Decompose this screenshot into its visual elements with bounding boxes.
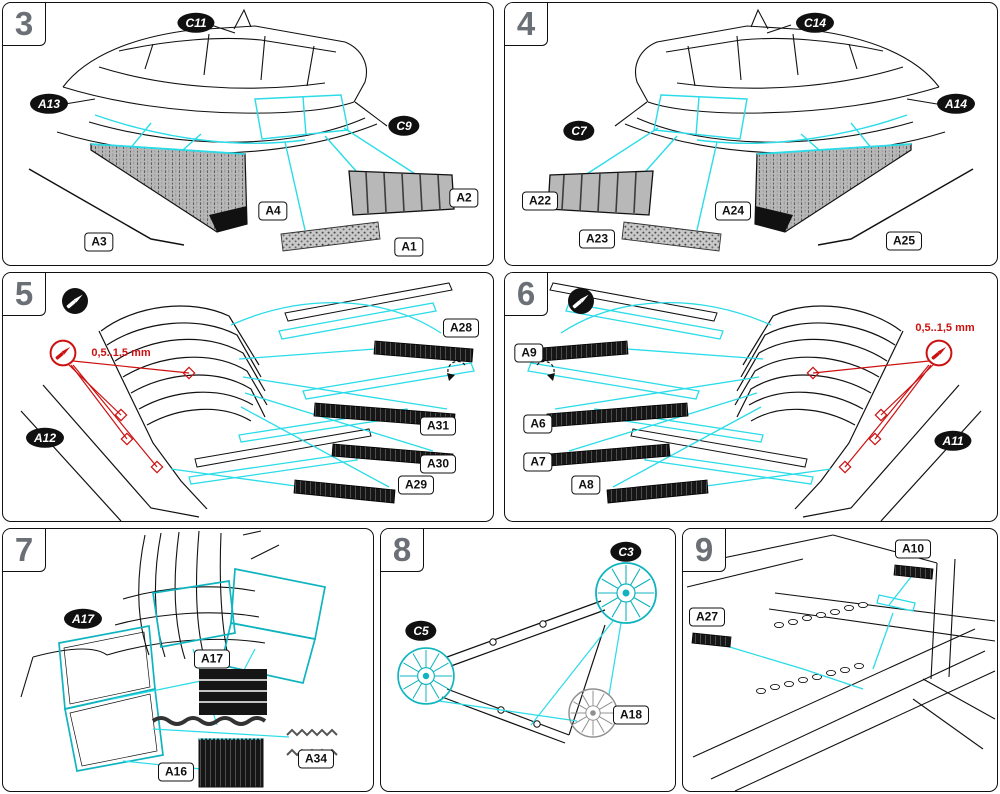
panel-step-9: 9 A10 A27 <box>682 528 998 792</box>
part-label-a9: A9 <box>514 343 544 363</box>
step-number: 3 <box>3 3 46 46</box>
part-label-a23: A23 <box>578 229 616 249</box>
part-label-c9: C9 <box>388 115 420 137</box>
step-number: 9 <box>683 529 726 572</box>
part-label-a16: A16 <box>157 762 195 782</box>
part-label-a28: A28 <box>442 318 480 338</box>
part-label-c14: C14 <box>795 12 835 34</box>
panel-8-drawing <box>397 562 657 744</box>
step-number: 5 <box>3 273 46 316</box>
thickness-note: 0,5..1,5 mm <box>91 347 151 359</box>
part-label-a1: A1 <box>394 237 424 257</box>
panel-step-7: 7 A17 A17 A16 A34 <box>2 528 374 792</box>
step-number: 4 <box>505 3 548 46</box>
panel-step-8: 8 C3 C5 A18 <box>380 528 676 792</box>
part-label-a25: A25 <box>885 231 923 251</box>
part-label-a14: A14 <box>936 93 976 115</box>
part-label-a17-oval: A17 <box>63 608 103 630</box>
panel-9-drawing <box>686 534 996 791</box>
panel-3-drawing <box>28 9 455 252</box>
panel-step-4: 4 C14 A14 C7 A22 A23 A24 A25 <box>504 2 998 266</box>
cut-knife-icon <box>568 288 594 314</box>
thickness-note: 0,5..1,5 mm <box>915 322 975 334</box>
panel-step-6: 6 0,5..1,5 mm A9 A6 A7 A8 A11 <box>504 272 998 522</box>
thickness-knife-icon <box>925 339 953 367</box>
part-label-a17: A17 <box>193 649 231 669</box>
part-label-c5: C5 <box>405 620 437 642</box>
part-label-a8: A8 <box>571 475 601 495</box>
part-label-a30: A30 <box>419 454 457 474</box>
part-label-a7: A7 <box>523 452 553 472</box>
cut-knife-icon <box>62 288 88 314</box>
part-label-a11: A11 <box>934 430 972 452</box>
step-number: 6 <box>505 273 548 316</box>
thickness-knife-icon <box>49 339 77 367</box>
part-label-a2: A2 <box>449 188 479 208</box>
part-label-a12: A12 <box>25 427 65 449</box>
part-label-c3: C3 <box>610 541 642 563</box>
step-number: 7 <box>3 529 46 572</box>
part-label-a34: A34 <box>297 749 335 769</box>
part-label-a18: A18 <box>612 705 650 725</box>
part-label-a29: A29 <box>397 475 435 495</box>
part-label-c7: C7 <box>563 120 595 142</box>
part-label-a27: A27 <box>688 607 726 627</box>
panel-step-5: 5 0,5..1,5 mm A28 A31 A30 A29 A12 <box>2 272 494 522</box>
part-label-a13: A13 <box>29 93 69 115</box>
part-label-a31: A31 <box>419 416 457 436</box>
part-label-c11: C11 <box>177 12 215 34</box>
part-label-a24: A24 <box>714 201 752 221</box>
part-label-a22: A22 <box>521 191 559 211</box>
part-label-a10: A10 <box>894 539 932 559</box>
part-label-a4: A4 <box>258 201 288 221</box>
part-label-a3: A3 <box>84 232 114 252</box>
panel-7-drawing <box>20 530 338 788</box>
part-label-a6: A6 <box>523 414 553 434</box>
step-number: 8 <box>381 529 424 572</box>
panel-step-3: 3 C11 A13 C9 A4 A3 A1 A2 <box>2 2 494 266</box>
